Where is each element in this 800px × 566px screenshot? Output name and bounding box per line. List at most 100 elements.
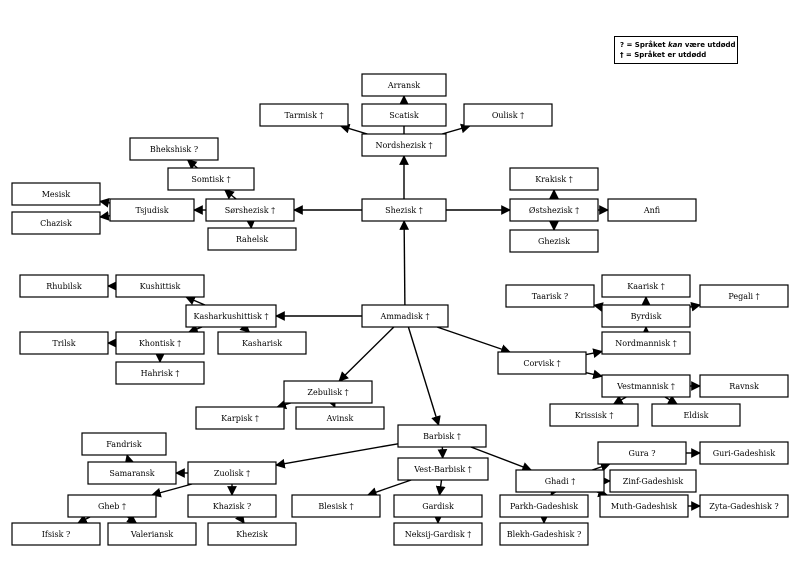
node-avinsk: Avinsk (295, 406, 385, 430)
node-box (601, 304, 691, 328)
edge-tsjudisk-to-chazisk (99, 211, 111, 221)
node-box (651, 403, 741, 427)
node-box (515, 469, 605, 493)
node-label: Corvisk † (523, 359, 560, 368)
node-label: Taarisk ? (532, 292, 568, 301)
node-box (505, 284, 595, 308)
node-label: Krakisk † (535, 175, 572, 184)
node-label: Pegali † (728, 292, 759, 301)
node-label: Zebulisk † (307, 388, 348, 397)
node-label: Nordshezisk † (375, 141, 432, 150)
node-label: Gura ? (629, 449, 656, 458)
node-zytagadeshisk: Zyta-Gadeshisk ? (699, 494, 789, 518)
node-label: Bhekshisk ? (150, 145, 198, 154)
node-box (393, 494, 483, 518)
node-label: Gheb † (98, 502, 126, 511)
node-label: Avinsk (326, 414, 354, 423)
edge-nordshezisk-to-tarmisk (339, 123, 368, 135)
node-trilsk: Trilsk (19, 331, 109, 355)
node-taarisk: Taarisk ? (505, 284, 595, 308)
node-label: Kasharisk (242, 339, 282, 348)
node-box (607, 198, 697, 222)
node-box (109, 198, 195, 222)
node-box (115, 274, 205, 298)
node-label: Parkh-Gadeshisk (510, 502, 578, 511)
edge-zebulisk-to-karpisk (276, 399, 291, 410)
edge-kasharkushittisk-to-kushittisk (185, 295, 206, 306)
node-box (361, 73, 447, 97)
edge-tsjudisk-to-mesisk (99, 197, 111, 208)
node-blesisk: Blesisk † (291, 494, 381, 518)
node-label: Arransk (387, 81, 420, 90)
node-label: Oulisk † (492, 111, 524, 120)
node-label: Trilsk (52, 339, 75, 348)
node-samaransk: Samaransk (87, 461, 177, 485)
node-label: Chazisk (40, 219, 72, 228)
node-gheb: Gheb † (67, 494, 157, 518)
node-label: Shezisk † (385, 206, 423, 215)
node-box (509, 198, 599, 222)
node-neksijgardisk: Neksij-Gardisk † (393, 522, 483, 546)
node-box (499, 522, 589, 546)
node-kasharisk: Kasharisk (217, 331, 307, 355)
edge-vestmannisk-to-krissisk (612, 395, 627, 405)
legend: ? = Språket kan være utdødd † = Språket … (614, 36, 738, 64)
node-label: Muth-Gadeshisk (611, 502, 677, 511)
node-label: Tarmisk † (285, 111, 324, 120)
node-tarmisk: Tarmisk † (259, 103, 349, 127)
node-box (361, 198, 447, 222)
legend-item-extinct: † = Språket er utdødd (620, 51, 707, 59)
edge-gheb-to-valeriansk (126, 513, 138, 524)
node-box (601, 374, 691, 398)
node-label: Hahrisk † (141, 369, 180, 378)
node-box (601, 331, 691, 355)
node-pegali: Pegali † (699, 284, 789, 308)
node-box (207, 227, 297, 251)
node-box (115, 361, 205, 385)
node-label: Østshezisk † (529, 206, 579, 215)
edge-ammadisk-to-shezisk (399, 220, 410, 306)
node-box (115, 331, 205, 355)
node-ostshezisk: Østshezisk † (509, 198, 599, 222)
node-box (609, 469, 697, 493)
node-ravnsk: Ravnsk (699, 374, 789, 398)
node-label: Sørshezisk † (225, 206, 275, 215)
node-label: Tsjudisk (135, 206, 168, 215)
node-label: Zinf-Gadeshisk (623, 477, 684, 486)
node-byrdisk: Byrdisk (601, 304, 691, 328)
node-label: Ravnsk (729, 382, 759, 391)
node-chazisk: Chazisk (11, 211, 101, 235)
node-label: Zyta-Gadeshisk ? (709, 502, 778, 511)
node-karpisk: Karpisk † (195, 406, 285, 430)
node-label: Khontisk † (139, 339, 181, 348)
node-gurigadeshisk: Guri-Gadeshisk (699, 441, 789, 465)
node-box (283, 380, 373, 404)
node-label: Neksij-Gardisk † (405, 530, 472, 539)
node-label: Kaarisk † (627, 282, 664, 291)
node-label: Blesisk † (318, 502, 353, 511)
edge-samaransk-to-fandrisk (124, 454, 135, 465)
edge-gheb-to-ifsisk (77, 514, 91, 524)
node-khazisk: Khazisk ? (187, 494, 277, 518)
node-mesisk: Mesisk (11, 182, 101, 206)
node-zebulisk: Zebulisk † (283, 380, 373, 404)
node-box (463, 103, 553, 127)
node-label: Rhubilsk (46, 282, 82, 291)
node-box (67, 494, 157, 518)
node-label: Ifsisk ? (42, 530, 71, 539)
node-box (11, 182, 101, 206)
edges-group (77, 95, 701, 524)
node-label: Barbisk † (423, 432, 461, 441)
node-box (129, 137, 219, 161)
node-label: Mesisk (42, 190, 71, 199)
node-rahelsk: Rahelsk (207, 227, 297, 251)
edge-vestmannisk-to-eldisk (664, 395, 678, 405)
node-krissisk: Krissisk † (549, 403, 639, 427)
node-box (509, 167, 599, 191)
node-box (185, 304, 277, 328)
node-oulisk: Oulisk † (463, 103, 553, 127)
node-label: Khezisk (236, 530, 268, 539)
node-label: Anfi (643, 206, 661, 215)
